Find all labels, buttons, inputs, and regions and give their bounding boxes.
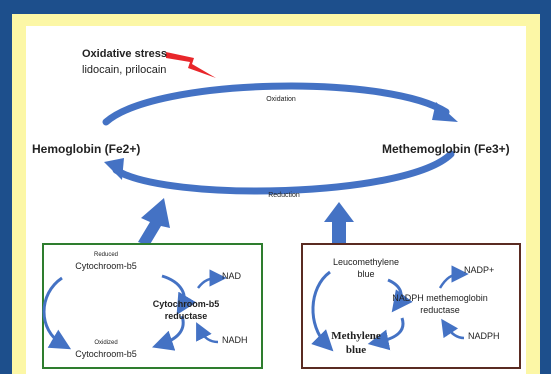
- hemoglobin-label: Hemoglobin (Fe2+): [32, 142, 141, 156]
- reduction-arrowhead: [104, 158, 124, 180]
- cyt-cycle-arrow-right-top: [161, 274, 197, 316]
- nadh-label: NADH: [222, 335, 248, 345]
- diagram-svg: [42, 52, 521, 369]
- cyt-box-block-arrow: [138, 198, 170, 246]
- nad-label: NAD: [222, 271, 242, 281]
- reduction-label: Reduction: [268, 192, 300, 199]
- nadp-label: NADP+: [464, 265, 495, 275]
- lightning-bolt-icon: [166, 52, 216, 78]
- oxidation-label: Oxidation: [266, 96, 296, 103]
- mb-box-block-arrow: [324, 202, 354, 248]
- reduced-label: Reduced: [93, 252, 119, 258]
- methylene-blue-line2: blue: [345, 344, 367, 356]
- oxidation-arrow: [102, 82, 450, 126]
- methylene-blue-line1: Methylene: [331, 330, 381, 342]
- methemoglobin-label: Methemoglobin (Fe3+): [382, 142, 510, 156]
- leucomethylene-line2: blue: [357, 269, 375, 279]
- cyt-cycle-arrow-left: [42, 276, 72, 350]
- oxidized-label: Oxidized: [94, 340, 118, 346]
- reduced-cytochrome-label: Cytochroom-b5: [75, 261, 137, 271]
- mb-cycle-arrow-right-bottom: [367, 317, 405, 351]
- leucomethylene-line1: Leucomethylene: [332, 257, 400, 267]
- nadph-reductase-line2: reductase: [420, 305, 460, 315]
- oxidized-cytochrome-label: Cytochroom-b5: [75, 349, 137, 359]
- nad-arrow: [197, 269, 227, 289]
- nadph-arrow: [441, 318, 465, 340]
- nadh-arrow: [196, 322, 219, 344]
- oxidative-stress-agents: lidocain, prilocain: [82, 64, 167, 76]
- cyt-cycle-arrow-right-bottom: [152, 315, 185, 351]
- diagram-canvas: Oxidative stress lidocain, prilocain Oxi…: [26, 26, 526, 374]
- mb-cycle-arrow-left: [311, 270, 334, 352]
- nadp-arrow: [438, 265, 469, 289]
- nadph-label: NADPH: [468, 331, 500, 341]
- cyt-reductase-line2: reductase: [164, 311, 208, 321]
- mb-cycle-arrow-right-top: [387, 278, 413, 313]
- figure-panel: Oxidative stress lidocain, prilocain Oxi…: [12, 14, 540, 374]
- oxidation-arrowhead: [432, 102, 458, 122]
- nadph-reductase-line1: NADPH methemoglobin: [392, 293, 488, 303]
- reduction-arrow: [112, 150, 455, 195]
- oxidative-stress-title: Oxidative stress: [82, 48, 167, 60]
- cyt-reductase-line1: Cytochroom-b5: [152, 299, 220, 309]
